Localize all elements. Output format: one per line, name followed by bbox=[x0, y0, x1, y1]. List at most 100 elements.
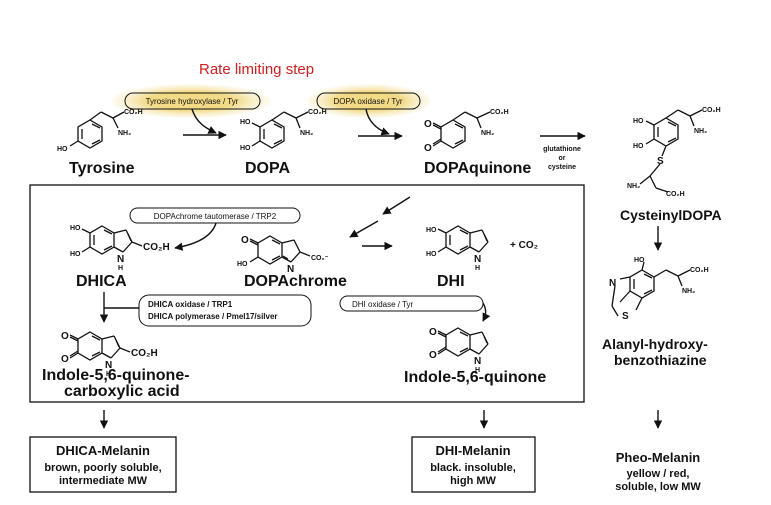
svg-text:CO₂H: CO₂H bbox=[131, 348, 158, 359]
svg-text:S: S bbox=[657, 156, 664, 167]
iqca-structure: O O N H CO₂H bbox=[61, 331, 158, 378]
svg-text:HO: HO bbox=[240, 119, 251, 126]
svg-text:N: N bbox=[105, 360, 112, 371]
dopa-oxidase-arrow bbox=[365, 108, 390, 136]
dopa-structure: HO HO CO₂H NH₂ bbox=[240, 109, 327, 152]
tautomerase-arrow bbox=[174, 222, 217, 251]
svg-text:HO: HO bbox=[633, 118, 644, 125]
iqca-name-line1: Indole-5,6-quinone- bbox=[42, 367, 190, 384]
pheo-melanin-line2: soluble, low MW bbox=[615, 481, 701, 493]
or-label: or bbox=[559, 155, 566, 162]
svg-text:CO₂H: CO₂H bbox=[124, 109, 143, 116]
svg-text:N: N bbox=[609, 278, 616, 289]
svg-text:O: O bbox=[429, 327, 437, 338]
dopachrome-structure: O HO N CO₂⁻ bbox=[237, 235, 329, 275]
dhica-oxidase-pill bbox=[138, 294, 312, 327]
svg-text:NH₂: NH₂ bbox=[118, 130, 131, 137]
svg-text:NH₂: NH₂ bbox=[627, 183, 640, 190]
svg-text:N: N bbox=[474, 254, 481, 265]
alanyl-name-line2: benzothiazine bbox=[614, 352, 707, 368]
dopa-oxidase-pill bbox=[316, 92, 421, 110]
dhi-melanin-title: DHI-Melanin bbox=[435, 443, 510, 458]
svg-text:CO₂H: CO₂H bbox=[308, 109, 327, 116]
alanyl-benzothiazine-structure: HO N S CO₂H NH₂ bbox=[609, 257, 709, 322]
svg-text:HO: HO bbox=[70, 225, 81, 232]
cysteinyldopa-structure: HO HO CO₂H NH₂ S NH₂ CO₂H bbox=[627, 107, 721, 198]
svg-text:CO₂⁻: CO₂⁻ bbox=[311, 255, 329, 262]
alanyl-name-line1: Alanyl-hydroxy- bbox=[602, 336, 708, 352]
svg-text:CO₂H: CO₂H bbox=[702, 107, 721, 114]
svg-text:H: H bbox=[106, 371, 111, 378]
svg-text:O: O bbox=[61, 331, 69, 342]
dopachrome-name: DOPAchrome bbox=[244, 273, 347, 290]
dhica-structure: HO HO N H CO₂H bbox=[70, 225, 170, 272]
svg-text:O: O bbox=[61, 354, 69, 365]
svg-text:CO₂H: CO₂H bbox=[666, 191, 685, 198]
svg-text:N: N bbox=[287, 264, 294, 275]
pheo-melanin-line1: yellow / red, bbox=[627, 468, 690, 480]
svg-text:O: O bbox=[424, 143, 432, 154]
dhica-melanin-box bbox=[29, 436, 177, 493]
dhi-melanin-line2: high MW bbox=[450, 475, 496, 487]
svg-text:CO₂H: CO₂H bbox=[690, 267, 709, 274]
svg-text:CO₂H: CO₂H bbox=[143, 242, 170, 253]
dopachrome-tautomerase-label: DOPAchrome tautomerase / TRP2 bbox=[154, 212, 277, 221]
glutathione-label: glutathione bbox=[543, 146, 581, 153]
dhi-oxidase-label: DHI oxidase / Tyr bbox=[352, 300, 414, 309]
svg-text:NH₂: NH₂ bbox=[300, 130, 313, 137]
pheo-melanin-title: Pheo-Melanin bbox=[616, 450, 701, 465]
eumelanin-pathway-box bbox=[29, 184, 585, 403]
dopaquinone-name: DOPAquinone bbox=[424, 160, 531, 177]
tyr-hydroxylase-arrow bbox=[191, 108, 217, 134]
dhi-structure: HO HO N H bbox=[426, 225, 489, 272]
iqca-name-line2: carboxylic acid bbox=[64, 383, 180, 400]
svg-text:HO: HO bbox=[426, 227, 437, 234]
arrow-dopaquinone-dopachrome-tail bbox=[349, 220, 379, 238]
svg-text:S: S bbox=[622, 311, 629, 322]
tyrosine-hydroxylase-label: Tyrosine hydroxylase / Tyr bbox=[146, 97, 239, 106]
dhica-melanin-line1: brown, poorly soluble, bbox=[44, 462, 161, 474]
rate-limiting-label: Rate limiting step bbox=[199, 61, 314, 78]
svg-text:N: N bbox=[474, 356, 481, 367]
dhica-name: DHICA bbox=[76, 273, 127, 290]
dhi-melanin-line1: black. insoluble, bbox=[430, 462, 516, 474]
svg-text:HO: HO bbox=[237, 261, 248, 268]
svg-text:NH₂: NH₂ bbox=[682, 288, 695, 295]
svg-text:HO: HO bbox=[633, 143, 644, 150]
dopa-name: DOPA bbox=[245, 160, 290, 177]
dhica-melanin-line2: intermediate MW bbox=[59, 475, 148, 487]
svg-text:HO: HO bbox=[57, 146, 68, 153]
svg-text:CO₂H: CO₂H bbox=[490, 109, 509, 116]
svg-text:NH₂: NH₂ bbox=[481, 130, 494, 137]
svg-text:H: H bbox=[475, 367, 480, 374]
svg-text:H: H bbox=[475, 265, 480, 272]
iq-structure: O O N H bbox=[429, 327, 489, 374]
dopa-oxidase-label: DOPA oxidase / Tyr bbox=[333, 97, 402, 106]
svg-text:HO: HO bbox=[240, 145, 251, 152]
svg-text:HO: HO bbox=[426, 251, 437, 258]
svg-text:HO: HO bbox=[70, 251, 81, 258]
dhi-name: DHI bbox=[437, 273, 465, 290]
dhi-melanin-box bbox=[411, 436, 536, 493]
iq-name: Indole-5,6-quinone bbox=[404, 369, 546, 386]
svg-text:O: O bbox=[241, 235, 249, 246]
cysteinyldopa-name: CysteinylDOPA bbox=[620, 207, 722, 223]
tyrosine-structure: HO CO₂H NH₂ bbox=[57, 109, 143, 153]
svg-text:O: O bbox=[429, 350, 437, 361]
dhica-polymerase-label: DHICA polymerase / Pmel17/silver bbox=[148, 312, 278, 321]
arrow-dopaquinone-dopachrome bbox=[382, 196, 411, 215]
svg-text:N: N bbox=[117, 254, 124, 265]
dopaquinone-structure: O O CO₂H NH₂ bbox=[424, 109, 509, 154]
cysteine-label: cysteine bbox=[548, 164, 576, 171]
tyrosine-name: Tyrosine bbox=[69, 160, 135, 177]
dhi-oxidase-arrow bbox=[482, 302, 491, 322]
dopachrome-tautomerase-pill bbox=[129, 207, 301, 224]
svg-text:HO: HO bbox=[634, 257, 645, 264]
svg-text:O: O bbox=[424, 119, 432, 130]
plus-co2-label: + CO₂ bbox=[510, 240, 538, 251]
dhica-melanin-title: DHICA-Melanin bbox=[56, 443, 150, 458]
svg-text:H: H bbox=[118, 265, 123, 272]
dhica-oxidase-label: DHICA oxidase / TRP1 bbox=[148, 300, 233, 309]
svg-text:NH₂: NH₂ bbox=[694, 128, 707, 135]
